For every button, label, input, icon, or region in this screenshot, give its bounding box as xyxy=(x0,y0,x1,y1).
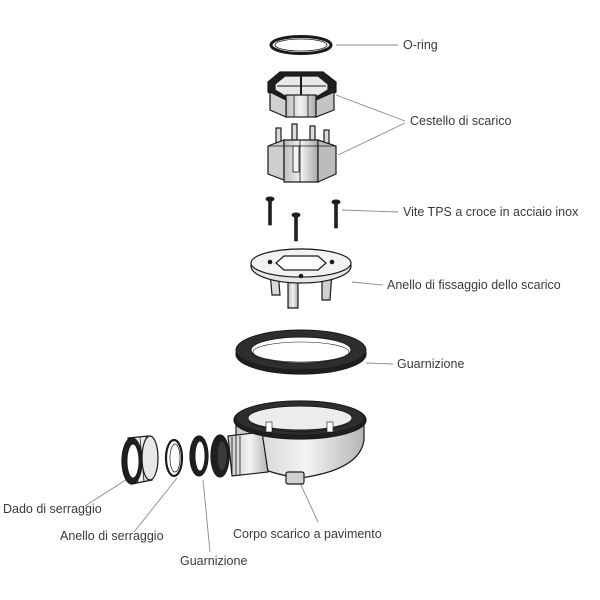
dado-serraggio-part xyxy=(121,435,159,485)
label-o-ring: O-ring xyxy=(403,38,438,52)
leader-cestello-a xyxy=(335,94,406,122)
label-vite-tps: Vite TPS a croce in acciaio inox xyxy=(403,205,579,219)
guarnizione-top-part xyxy=(235,329,367,375)
label-dado-di-serraggio: Dado di serraggio xyxy=(3,502,102,516)
cestello-bottom-part xyxy=(267,123,337,183)
label-anello-di-fissaggio: Anello di fissaggio dello scarico xyxy=(387,278,561,292)
leader-lines xyxy=(84,44,406,553)
label-cestello-di-scarico: Cestello di scarico xyxy=(410,114,512,128)
screw-left xyxy=(265,196,275,226)
label-anello-di-serraggio: Anello di serraggio xyxy=(60,529,164,543)
leader-dado xyxy=(84,475,133,507)
anello-fissaggio-part xyxy=(250,248,352,309)
o-ring-part xyxy=(269,35,333,55)
label-corpo-scarico: Corpo scarico a pavimento xyxy=(233,527,382,541)
leader-vite xyxy=(341,209,399,213)
corpo-scarico-part xyxy=(210,400,367,485)
label-guarnizione-bottom: Guarnizione xyxy=(180,554,248,568)
label-guarnizione-top: Guarnizione xyxy=(397,357,465,371)
screw-middle xyxy=(291,212,301,242)
leader-guarnizione-bottom xyxy=(202,479,211,553)
screw-right xyxy=(331,199,341,229)
leader-guarnizione-top xyxy=(365,362,394,365)
leader-anello-fissaggio xyxy=(351,281,384,286)
screws xyxy=(265,196,341,242)
leader-cestello-b xyxy=(337,122,406,156)
anello-serraggio-part xyxy=(164,438,184,478)
cestello-top-part xyxy=(267,71,337,118)
leader-anello-serraggio xyxy=(133,477,178,533)
guarnizione-bottom-part xyxy=(189,435,209,477)
leader-corpo xyxy=(299,482,319,523)
